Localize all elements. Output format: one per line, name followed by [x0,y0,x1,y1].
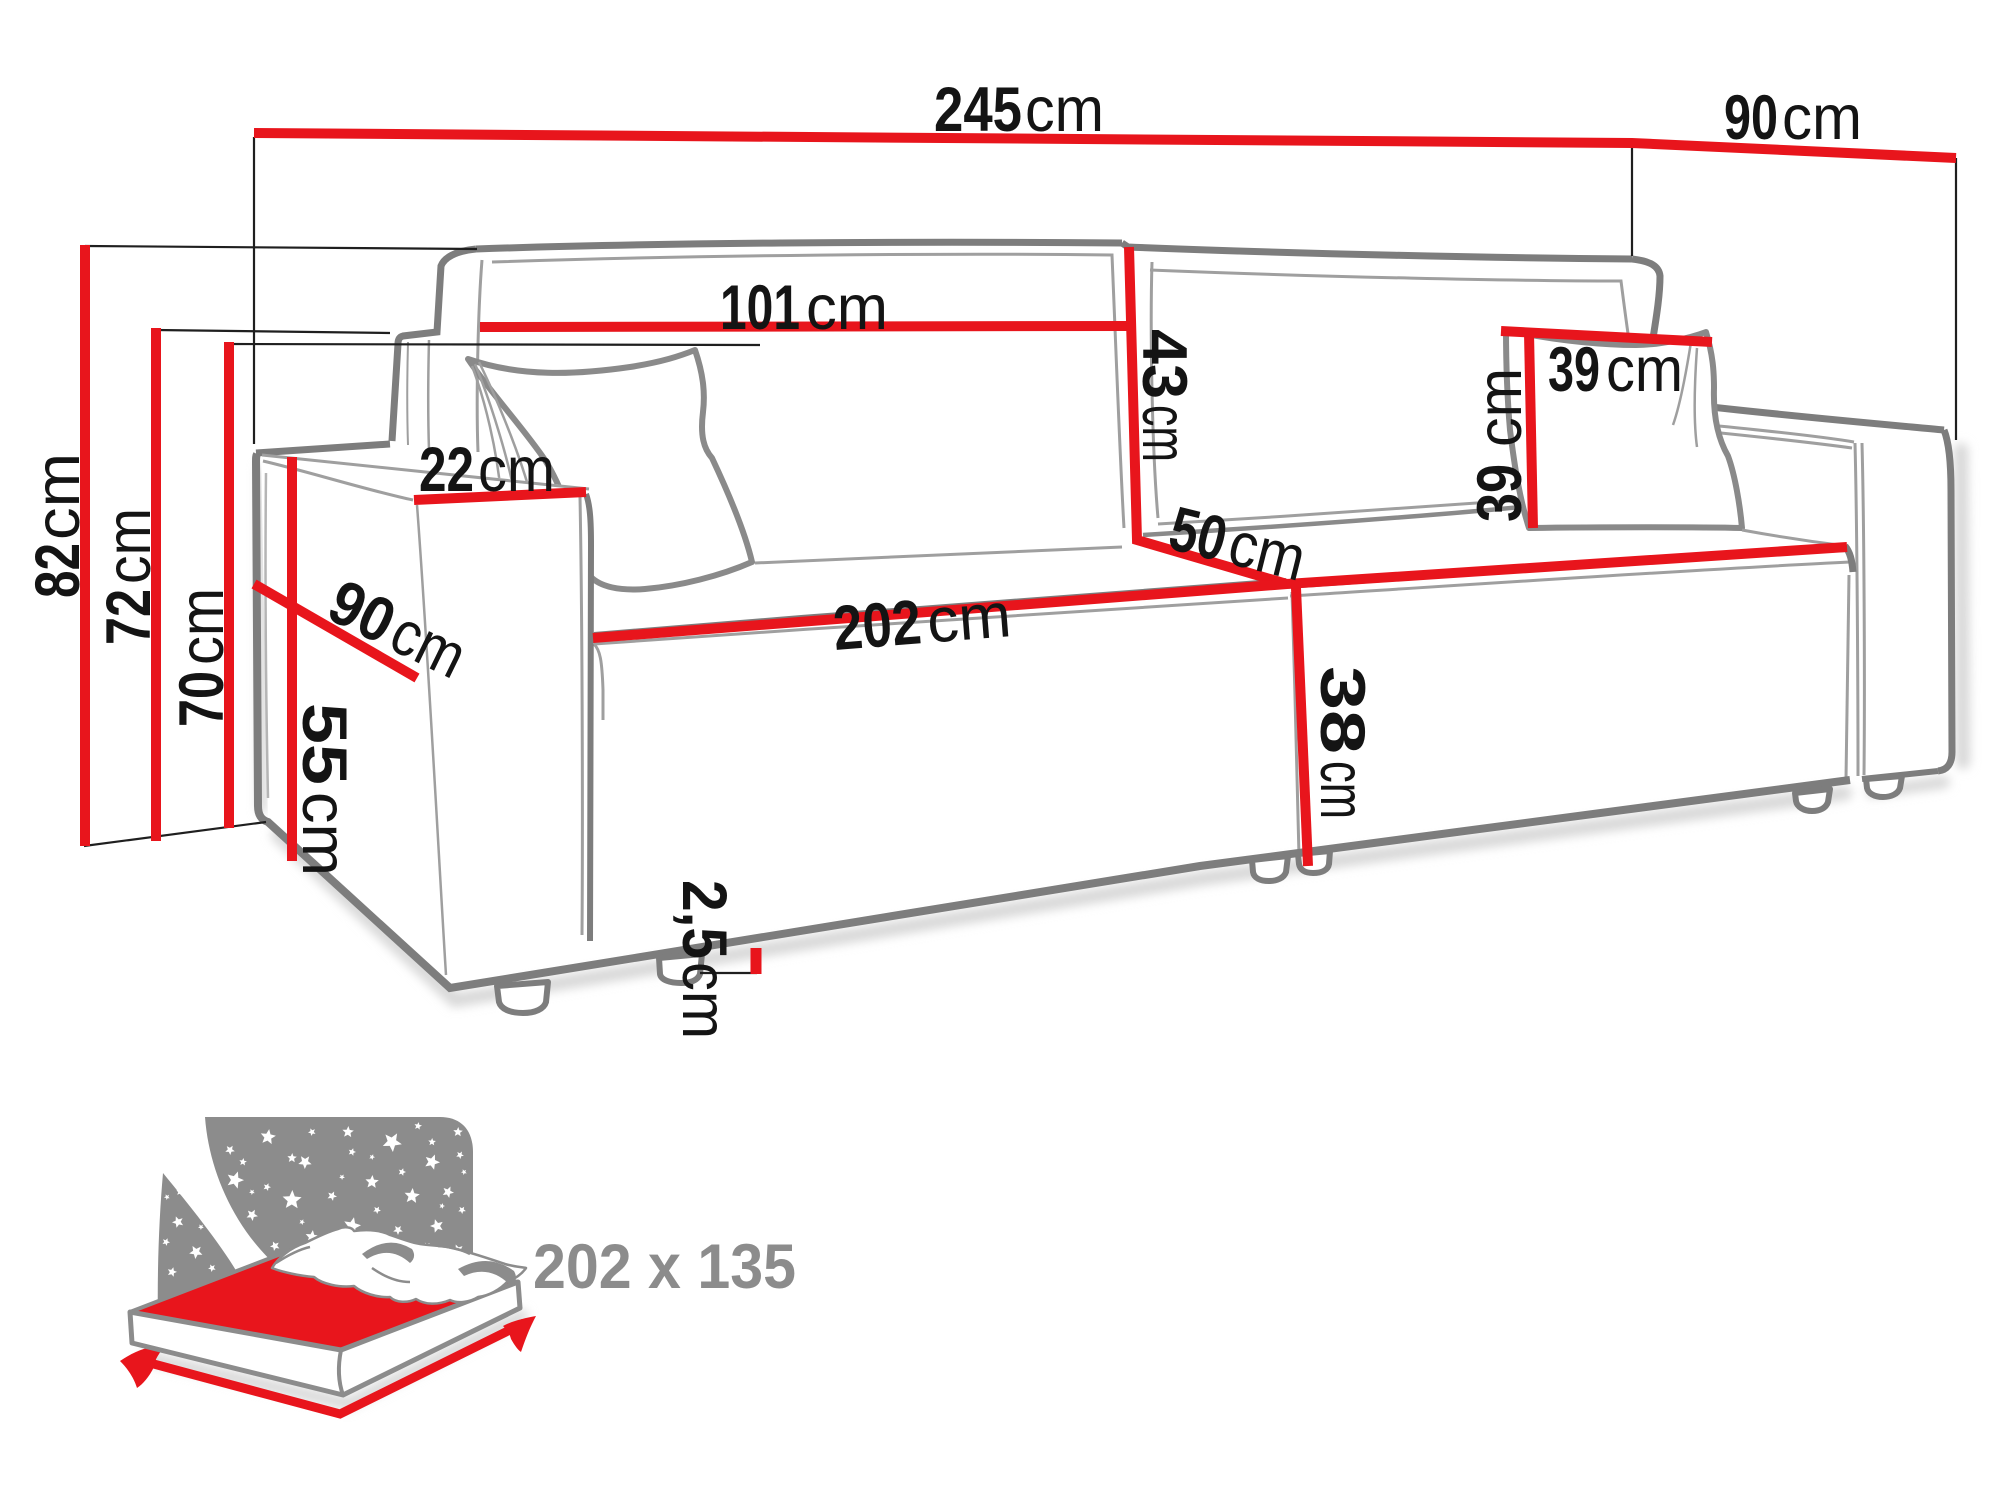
svg-text:245cm: 245cm [934,75,1104,145]
svg-text:90cm: 90cm [1724,83,1862,153]
svg-text:82cm: 82cm [23,453,93,598]
svg-text:101cm: 101cm [720,273,888,343]
svg-text:39cm: 39cm [1548,335,1683,405]
svg-text:70cm: 70cm [167,588,237,727]
svg-text:22cm: 22cm [419,435,555,505]
svg-text:43cm: 43cm [1129,329,1199,462]
svg-text:55cm: 55cm [289,703,359,876]
svg-text:202cm: 202cm [831,580,1014,664]
svg-text:39cm: 39cm [1465,368,1535,522]
svg-text:38cm: 38cm [1307,666,1377,819]
svg-text:2,5cm: 2,5cm [669,880,739,1039]
svg-text:72cm: 72cm [94,508,164,645]
svg-text:202 x 135: 202 x 135 [533,1232,796,1302]
